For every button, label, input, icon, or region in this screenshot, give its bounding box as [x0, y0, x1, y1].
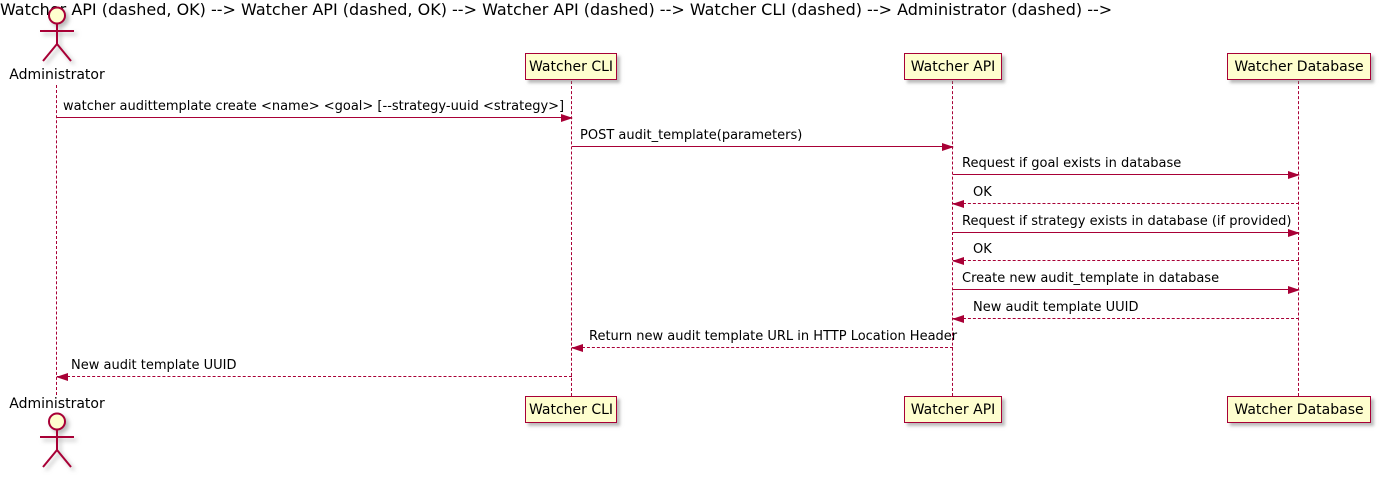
- message-8-line: [953, 318, 1299, 319]
- participant-box-watcher-cli-top: Watcher CLI: [525, 53, 617, 80]
- message-9-line: [572, 347, 953, 348]
- arrow-right-icon: [942, 143, 954, 151]
- message-10-line: [57, 376, 572, 377]
- message-4: OK: [952, 182, 1299, 208]
- message-3-label: Request if goal exists in database: [962, 156, 1182, 171]
- message-6: OK: [952, 239, 1299, 265]
- participant-label-watcher-api-bottom: Watcher API: [910, 401, 996, 418]
- message-9: Return new audit template URL in HTTP Lo…: [571, 326, 957, 352]
- message-7-label: Create new audit_template in database: [962, 271, 1220, 286]
- message-8-label: New audit template UUID: [973, 300, 1139, 315]
- arrow-left-icon: [952, 315, 964, 323]
- participant-label-watcher-cli-bottom: Watcher CLI: [528, 401, 614, 418]
- arrow-right-icon: [561, 114, 573, 122]
- arrow-left-icon: [952, 200, 964, 208]
- message-1-line: [57, 117, 572, 118]
- message-4-label: OK: [973, 185, 992, 200]
- message-3-line: [953, 174, 1299, 175]
- lifeline-watcher-database: [1298, 81, 1299, 396]
- participant-box-watcher-database-top: Watcher Database: [1227, 53, 1371, 80]
- message-6-label: OK: [973, 242, 992, 257]
- administrator-actor-icon: [40, 412, 74, 468]
- message-2: POST audit_template(parameters): [572, 125, 954, 151]
- message-4-line: [953, 203, 1299, 204]
- arrow-left-icon: [952, 257, 964, 265]
- message-1: watcher audittemplate create <name> <goa…: [57, 96, 573, 122]
- message-7-line: [953, 289, 1299, 290]
- participant-label-watcher-api-top: Watcher API: [910, 58, 996, 75]
- arrow-right-icon: [1288, 229, 1300, 237]
- participant-box-watcher-cli-bottom: Watcher CLI: [525, 396, 617, 423]
- participant-box-watcher-database-bottom: Watcher Database: [1227, 396, 1371, 423]
- lifeline-watcher-cli: [571, 81, 572, 396]
- message-2-line: [572, 146, 953, 147]
- message-10-label: New audit template UUID: [71, 358, 237, 373]
- participant-label-administrator-bottom: Administrator: [9, 396, 105, 412]
- participant-label-watcher-database-bottom: Watcher Database: [1234, 401, 1364, 418]
- arrow-right-icon: [1288, 171, 1300, 179]
- participant-box-watcher-api-top: Watcher API: [904, 53, 1002, 80]
- message-3: Request if goal exists in database: [953, 153, 1300, 179]
- participant-label-administrator-top: Administrator: [9, 67, 105, 83]
- message-5-line: [953, 232, 1299, 233]
- message-8: New audit template UUID: [952, 297, 1299, 323]
- administrator-actor-icon: [40, 6, 74, 62]
- arrow-left-icon: [56, 373, 68, 381]
- participant-label-watcher-database-top: Watcher Database: [1234, 58, 1364, 75]
- lifeline-watcher-api: [952, 81, 953, 396]
- message-10: New audit template UUID: [56, 355, 572, 381]
- message-1-label: watcher audittemplate create <name> <goa…: [63, 99, 565, 114]
- message-2-label: POST audit_template(parameters): [580, 128, 803, 143]
- message-6-line: [953, 260, 1299, 261]
- arrow-left-icon: [571, 344, 583, 352]
- message-7: Create new audit_template in database: [953, 268, 1300, 294]
- participant-box-watcher-api-bottom: Watcher API: [904, 396, 1002, 423]
- lifeline-administrator: [56, 85, 57, 395]
- arrow-right-icon: [1288, 286, 1300, 294]
- message-9-label: Return new audit template URL in HTTP Lo…: [589, 329, 958, 344]
- participant-label-watcher-cli-top: Watcher CLI: [528, 58, 614, 75]
- message-5-label: Request if strategy exists in database (…: [962, 214, 1292, 229]
- message-5: Request if strategy exists in database (…: [953, 211, 1300, 237]
